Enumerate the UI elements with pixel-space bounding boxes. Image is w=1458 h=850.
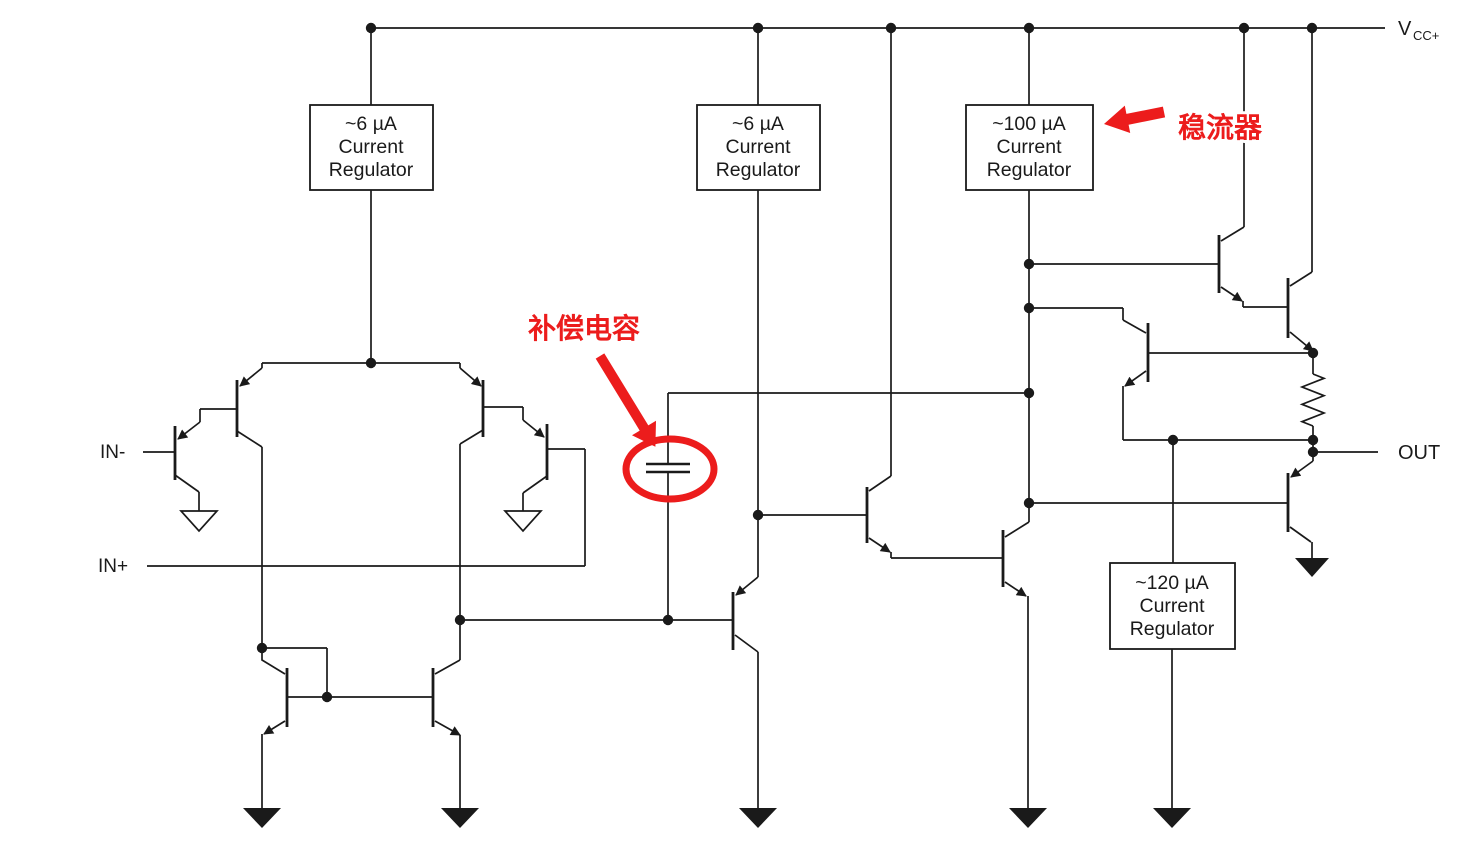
red-arrow-left-icon	[1104, 105, 1166, 133]
regulator-callout-text: 稳流器	[1178, 111, 1263, 144]
vcc-subscript: CC+	[1413, 28, 1439, 43]
regulator-line: ~100 µA	[992, 113, 1066, 135]
transistor-darlington-lower	[1286, 271, 1314, 352]
in-minus-label: IN-	[100, 442, 125, 463]
transistor-gain-pnp-middle	[731, 576, 759, 653]
transistor-input-pnp-lower-left	[173, 421, 201, 493]
transistor-second-stage-right	[1001, 521, 1030, 597]
red-circle-highlight-icon	[622, 435, 718, 503]
transistor-input-pnp-upper-right	[459, 367, 485, 445]
resistor-symbol	[1299, 353, 1327, 427]
vcc-main: V	[1398, 18, 1412, 40]
regulator-box	[309, 104, 434, 191]
regulator-line: Regulator	[987, 159, 1072, 181]
regulator-box	[1109, 562, 1236, 650]
ground-open-right-icon	[503, 510, 543, 533]
out-label: OUT	[1398, 442, 1440, 464]
regulator-line: ~6 µA	[345, 113, 397, 135]
regulator-line: Regulator	[329, 159, 414, 181]
transistor-vbe-multiplier	[1122, 319, 1150, 387]
transistor-input-pnp-upper-left	[235, 367, 263, 448]
in-plus-label: IN+	[98, 556, 128, 577]
current-regulator-6ua-left: ~6 µA Current Regulator	[309, 104, 434, 191]
red-arrow-down-right-icon	[595, 353, 656, 447]
ground-open-left-icon	[179, 510, 219, 533]
current-regulator-6ua-middle: ~6 µA Current Regulator	[696, 104, 821, 191]
annotation-capacitor-callout: 补偿电容	[525, 309, 718, 503]
annotation-regulator-callout: 稳流器	[1104, 105, 1266, 147]
current-regulator-120ua: ~120 µA Current Regulator	[1109, 562, 1236, 650]
transistor-output-pulldown-pnp	[1286, 460, 1314, 543]
regulator-line: Current	[725, 136, 791, 158]
regulator-box	[965, 104, 1094, 191]
transistor-input-pnp-lower-right	[522, 419, 549, 494]
capacitor-callout-text: 补偿电容	[528, 312, 640, 345]
regulator-box	[696, 104, 821, 191]
regulator-line: Regulator	[716, 159, 801, 181]
transistor-mirror-left	[261, 648, 289, 735]
regulator-line: Current	[338, 136, 404, 158]
vcc-label: V CC+	[1398, 18, 1439, 43]
transistor-mirror-right	[431, 659, 461, 736]
regulator-line: Current	[1139, 595, 1205, 617]
ground-filled-icons	[243, 558, 1329, 828]
regulator-line: Regulator	[1130, 618, 1215, 640]
regulator-line: Current	[996, 136, 1062, 158]
regulator-line: ~6 µA	[732, 113, 784, 135]
transistor-darlington-upper	[1217, 226, 1245, 302]
regulator-line: ~120 µA	[1135, 572, 1209, 594]
current-regulator-100ua: ~100 µA Current Regulator	[965, 104, 1094, 191]
transistor-second-stage-left	[865, 475, 892, 553]
junction-dots	[256, 22, 1319, 703]
wires	[143, 27, 1385, 808]
